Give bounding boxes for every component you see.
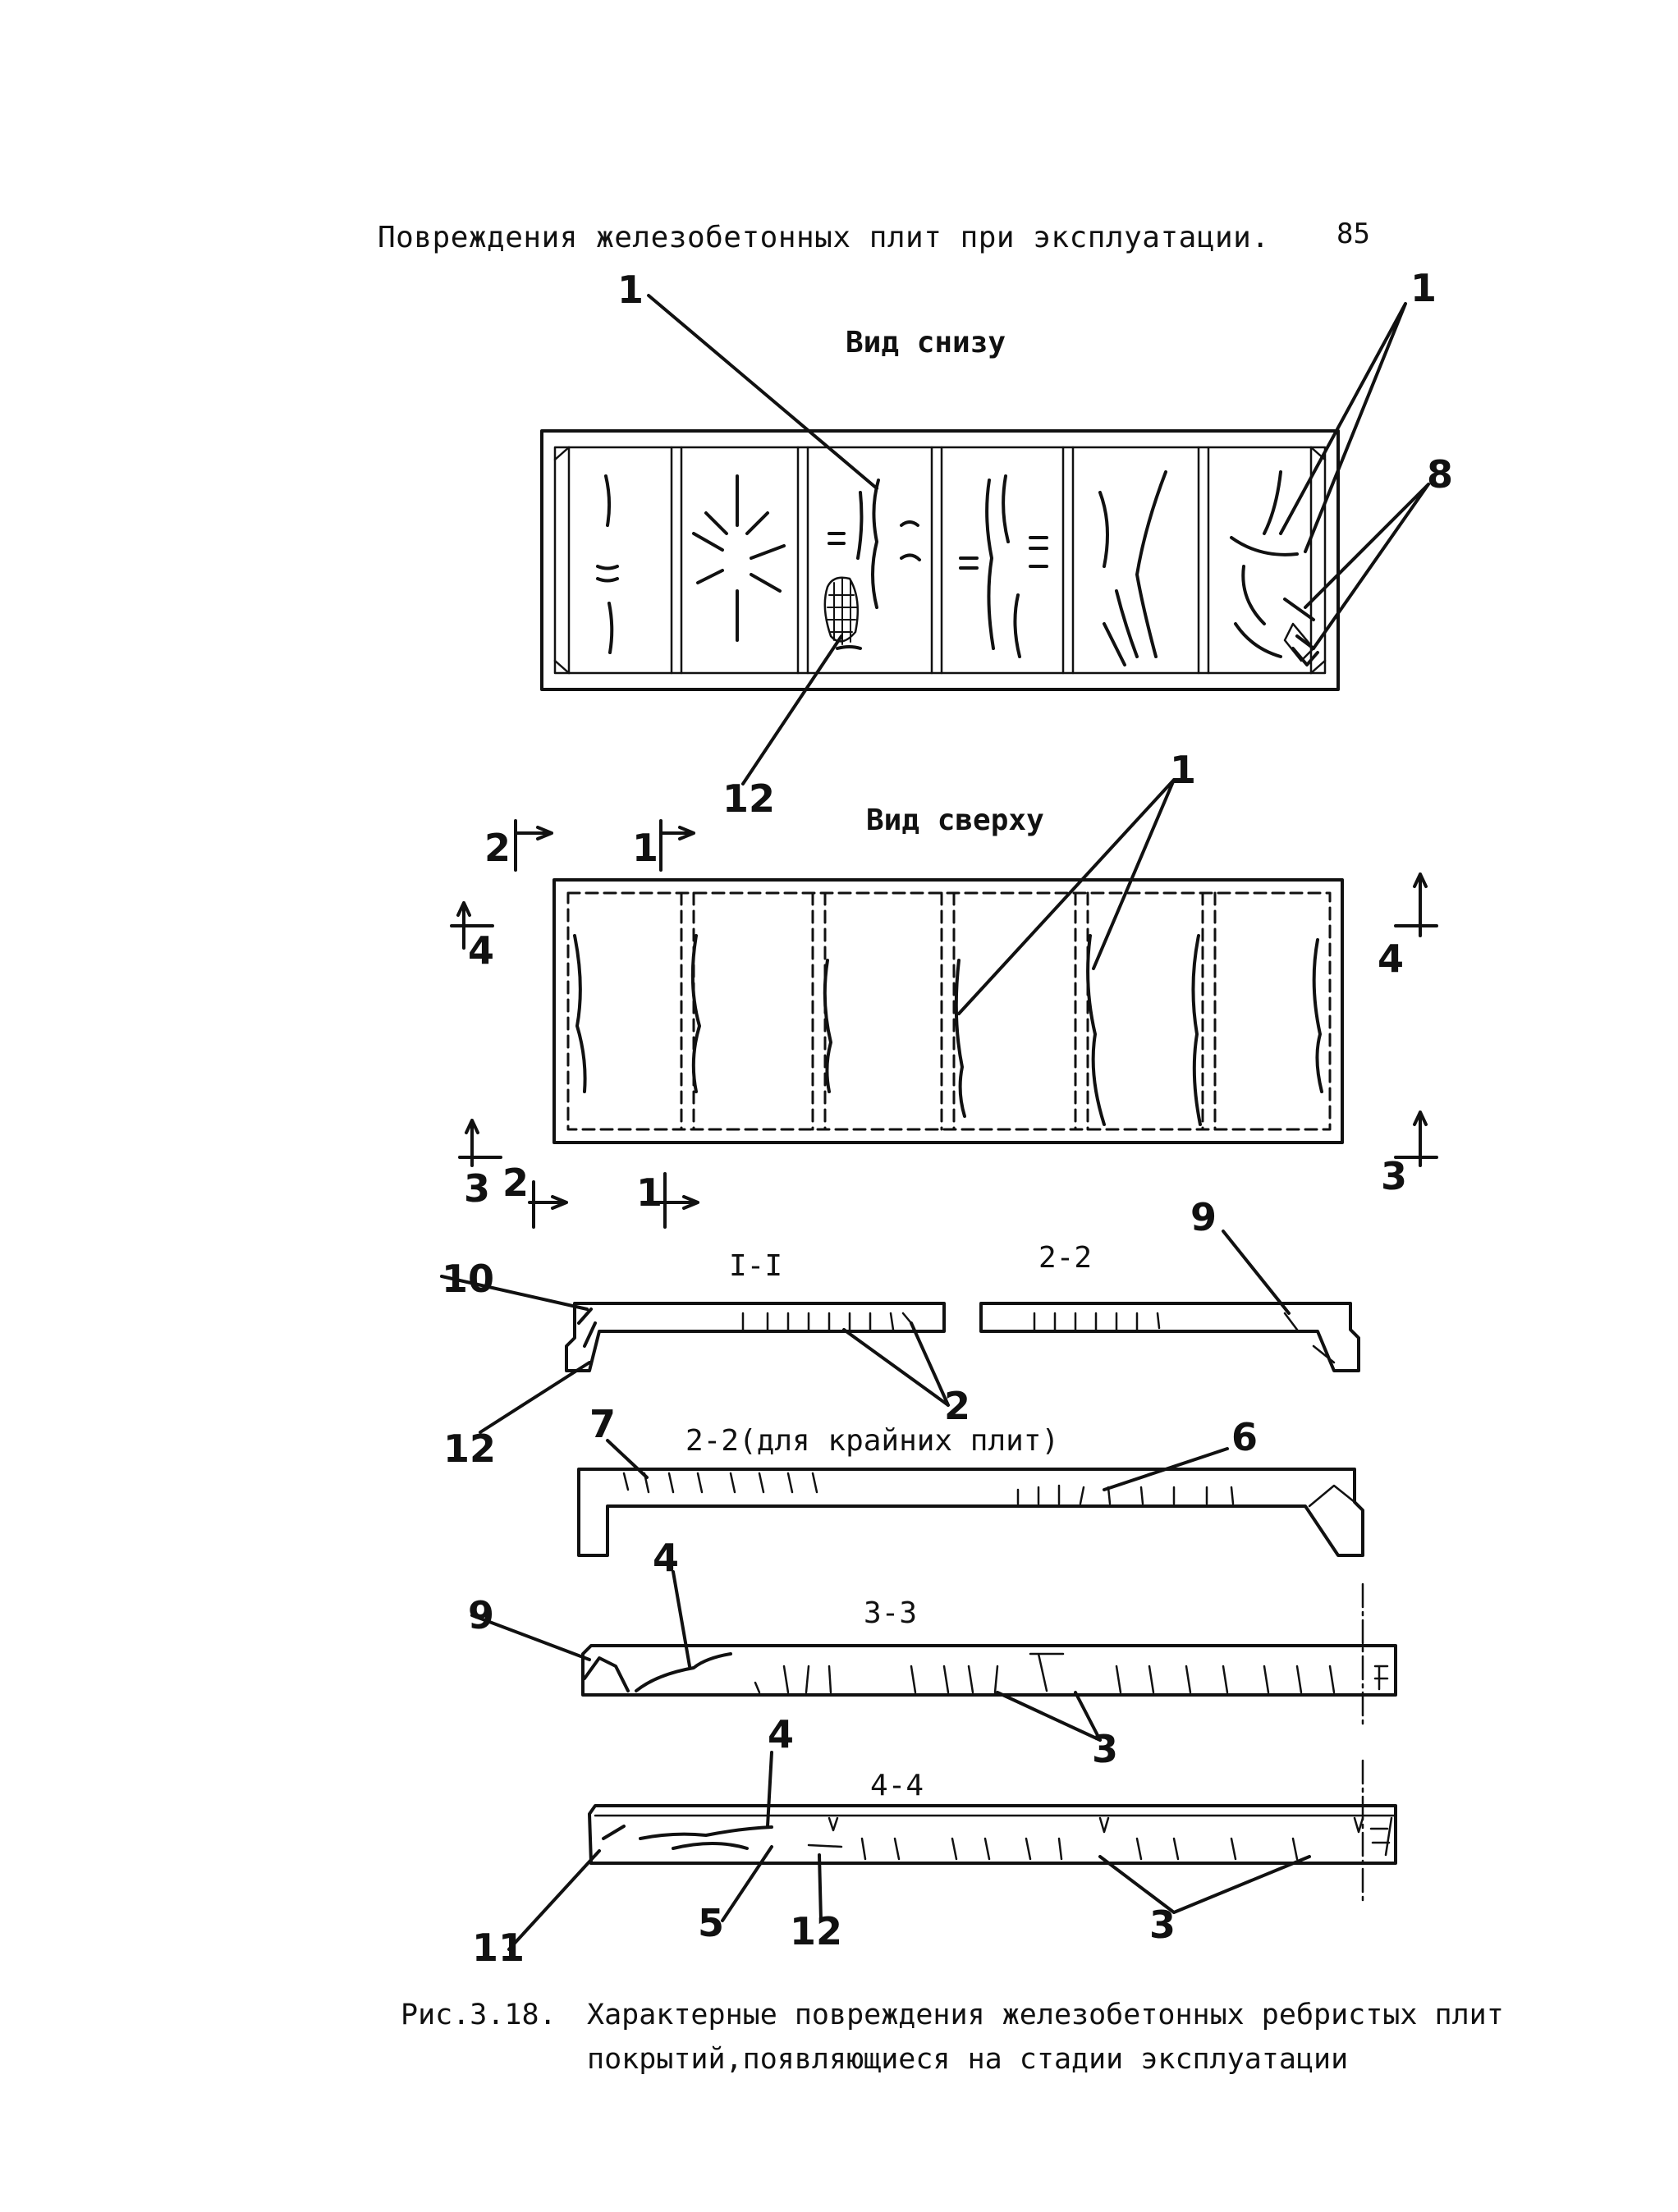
bottom-view-plan [540, 429, 1340, 691]
leader-9-section [470, 1614, 591, 1661]
section-mark-4-right: 4 [1378, 937, 1405, 981]
figure-number: Рис.3.18. [401, 1999, 557, 2031]
section-title-2-2-edge: 2-2(для крайних плит) [685, 1424, 1060, 1458]
leader-7 [606, 1439, 649, 1479]
leader-11 [507, 1849, 601, 1951]
section-2-2 [979, 1302, 1360, 1372]
leader-2 [842, 1321, 950, 1407]
section-title-4-4: 4-4 [870, 1769, 924, 1802]
page-number: 85 [1336, 218, 1370, 250]
leader-1-bottom [647, 294, 878, 490]
section-3-3 [581, 1582, 1397, 1725]
section-marks [450, 819, 1438, 1229]
section-mark-4-left: 4 [468, 928, 495, 973]
leader-3-section33 [996, 1691, 1102, 1742]
leader-12-section44 [818, 1853, 823, 1922]
section-title-1-1: I-I [729, 1249, 783, 1283]
leader-6 [1103, 1447, 1229, 1491]
callout-3-section33: 3 [1092, 1727, 1119, 1771]
top-view-plan [552, 878, 1344, 1144]
section-mark-2-top: 2 [484, 826, 511, 870]
callout-1-bottom: 1 [617, 268, 644, 312]
section-mark-3-right: 3 [1381, 1154, 1408, 1198]
section-mark-1-top: 1 [632, 826, 659, 870]
leader-5 [721, 1845, 773, 1922]
leader-12-section [479, 1361, 591, 1434]
leader-1-bottom-right [1279, 302, 1407, 553]
top-view-title: Вид сверху [866, 804, 1044, 837]
callout-1-bottom-right: 1 [1410, 266, 1437, 310]
callout-3-section44: 3 [1149, 1903, 1176, 1947]
bottom-view-title: Вид снизу [846, 326, 1006, 360]
section-mark-1-bottom: 1 [636, 1170, 663, 1215]
callout-7: 7 [589, 1402, 617, 1446]
callout-9-top: 9 [1190, 1195, 1217, 1239]
callout-6: 6 [1231, 1415, 1258, 1459]
leader-1-top [957, 778, 1176, 1015]
callout-9-section: 9 [468, 1593, 495, 1637]
leader-4-section44 [766, 1751, 773, 1828]
leader-4-section33 [672, 1570, 691, 1668]
section-title-3-3: 3-3 [864, 1596, 918, 1630]
leader-10 [440, 1275, 589, 1311]
callout-12-section44: 12 [790, 1909, 843, 1953]
section-1-1 [565, 1302, 946, 1372]
callout-12-bottom: 12 [722, 776, 776, 821]
callout-1-top: 1 [1170, 748, 1197, 792]
leader-12-bottom [741, 634, 843, 785]
callout-8: 8 [1427, 452, 1454, 497]
figure-caption-line-1: Характерные повреждения железобетонных р… [587, 1999, 1504, 2031]
section-mark-2-bottom: 2 [502, 1161, 530, 1205]
callout-2: 2 [944, 1384, 971, 1428]
page-header-title: Повреждения железобетонных плит при эксп… [378, 221, 1270, 254]
section-2-2-edge [577, 1468, 1364, 1557]
callout-4-section44: 4 [768, 1712, 795, 1756]
section-title-2-2: 2-2 [1038, 1241, 1093, 1275]
section-mark-3-left: 3 [464, 1166, 491, 1211]
leader-8 [1304, 483, 1430, 650]
callout-5: 5 [698, 1901, 725, 1945]
callout-10: 10 [442, 1257, 495, 1301]
leader-3-section44 [1098, 1855, 1311, 1914]
callout-4-section33: 4 [653, 1536, 680, 1580]
leader-9-top [1222, 1230, 1291, 1315]
callout-11: 11 [472, 1926, 525, 1970]
figure-caption-line-2: покрытий,появляющиеся на стадии эксплуат… [587, 2043, 1349, 2076]
section-4-4 [588, 1759, 1397, 1902]
callout-12-section: 12 [443, 1427, 497, 1471]
